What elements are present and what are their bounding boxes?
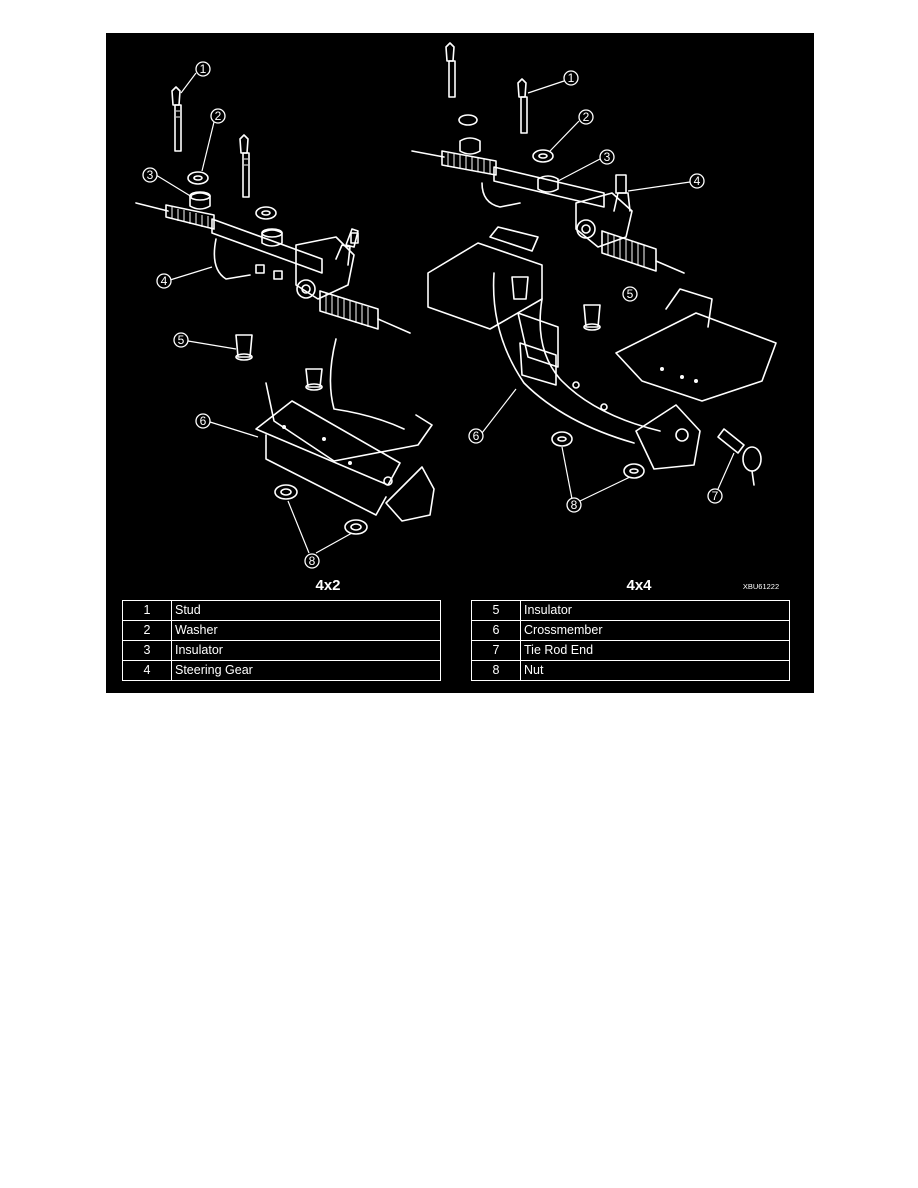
legend-number: 4 <box>122 660 172 681</box>
legend-number: 2 <box>122 620 172 641</box>
callout-label: 6 <box>473 429 480 443</box>
legend-description: Washer <box>171 620 441 641</box>
legend-description: Nut <box>520 660 790 681</box>
legend-number: 6 <box>471 620 521 641</box>
callout-label: 4 <box>694 174 701 188</box>
callout-4x4-3: 3 <box>557 149 615 182</box>
figure-code: XBU61222 <box>743 582 779 591</box>
callout-4x2-1: 1 <box>180 61 211 94</box>
legend-description: Tie Rod End <box>520 640 790 661</box>
callout-4x4-4: 4 <box>627 173 705 192</box>
steering-gear-4x4 <box>411 150 685 274</box>
callout-label: 8 <box>571 498 578 512</box>
crossmember-4x4 <box>427 226 777 470</box>
callout-label: 3 <box>147 168 154 182</box>
callout-label: 2 <box>215 109 222 123</box>
stud-4x2-a <box>171 86 182 152</box>
callout-label: 8 <box>309 554 316 568</box>
callout-4x2-8: 8 <box>287 500 353 569</box>
legend-description: Insulator <box>171 640 441 661</box>
callout-4x2-2: 2 <box>201 108 226 172</box>
legend-description: Insulator <box>520 600 790 621</box>
callout-label: 5 <box>627 287 634 301</box>
callout-4x2-5: 5 <box>173 332 237 350</box>
nut-4x4 <box>551 431 645 479</box>
insulator-4x2-b <box>255 206 283 247</box>
legend-description: Stud <box>171 600 441 621</box>
legend-number: 7 <box>471 640 521 661</box>
callout-4x4-8: 8 <box>561 446 631 513</box>
stud-4x2-b <box>239 134 250 198</box>
insulator-4x4-b <box>511 276 601 331</box>
exploded-view-figure: 1 2 3 4 5 6 8 1 <box>106 33 814 693</box>
tie-rod-end-4x4 <box>717 428 762 486</box>
callout-label: 6 <box>200 414 207 428</box>
callout-label: 2 <box>583 110 590 124</box>
callout-label: 4 <box>161 274 168 288</box>
legend-number: 5 <box>471 600 521 621</box>
stud-4x4-a <box>445 42 456 98</box>
insulator-4x2-c <box>235 334 323 391</box>
legend-description: Steering Gear <box>171 660 441 681</box>
callout-4x2-6: 6 <box>195 413 259 438</box>
legend-number: 3 <box>122 640 172 661</box>
callout-label: 7 <box>712 489 719 503</box>
legend-number: 8 <box>471 660 521 681</box>
heading-4x4: 4x4 <box>626 577 652 594</box>
heading-4x2: 4x2 <box>315 577 340 594</box>
insulator-4x2-a <box>189 191 211 210</box>
crossmember-4x2 <box>255 338 435 522</box>
nut-4x2 <box>274 484 368 535</box>
callout-4x4-7: 7 <box>707 452 735 504</box>
callout-4x2-3: 3 <box>142 167 193 198</box>
callout-4x4-1: 1 <box>527 70 579 94</box>
washer-4x4 <box>458 114 554 163</box>
callout-4x4-6: 6 <box>468 388 517 444</box>
washer-4x2 <box>187 171 209 185</box>
steering-gear-exploded-diagram: 1 2 3 4 5 6 8 1 <box>135 42 779 594</box>
diagram-4x4 <box>411 42 777 486</box>
legend-description: Crossmember <box>520 620 790 641</box>
stud-4x4-b <box>517 78 528 134</box>
callout-4x2-4: 4 <box>156 266 213 289</box>
insulator-4x4-a <box>459 137 559 193</box>
callout-label: 1 <box>568 71 575 85</box>
legend-number: 1 <box>122 600 172 621</box>
callout-label: 1 <box>200 62 207 76</box>
diagram-4x2 <box>135 86 435 535</box>
callout-label: 3 <box>604 150 611 164</box>
callout-label: 5 <box>178 333 185 347</box>
steering-gear-4x2 <box>135 202 411 334</box>
callout-4x4-5: 5 <box>622 286 638 302</box>
callout-4x4-2: 2 <box>549 109 594 152</box>
